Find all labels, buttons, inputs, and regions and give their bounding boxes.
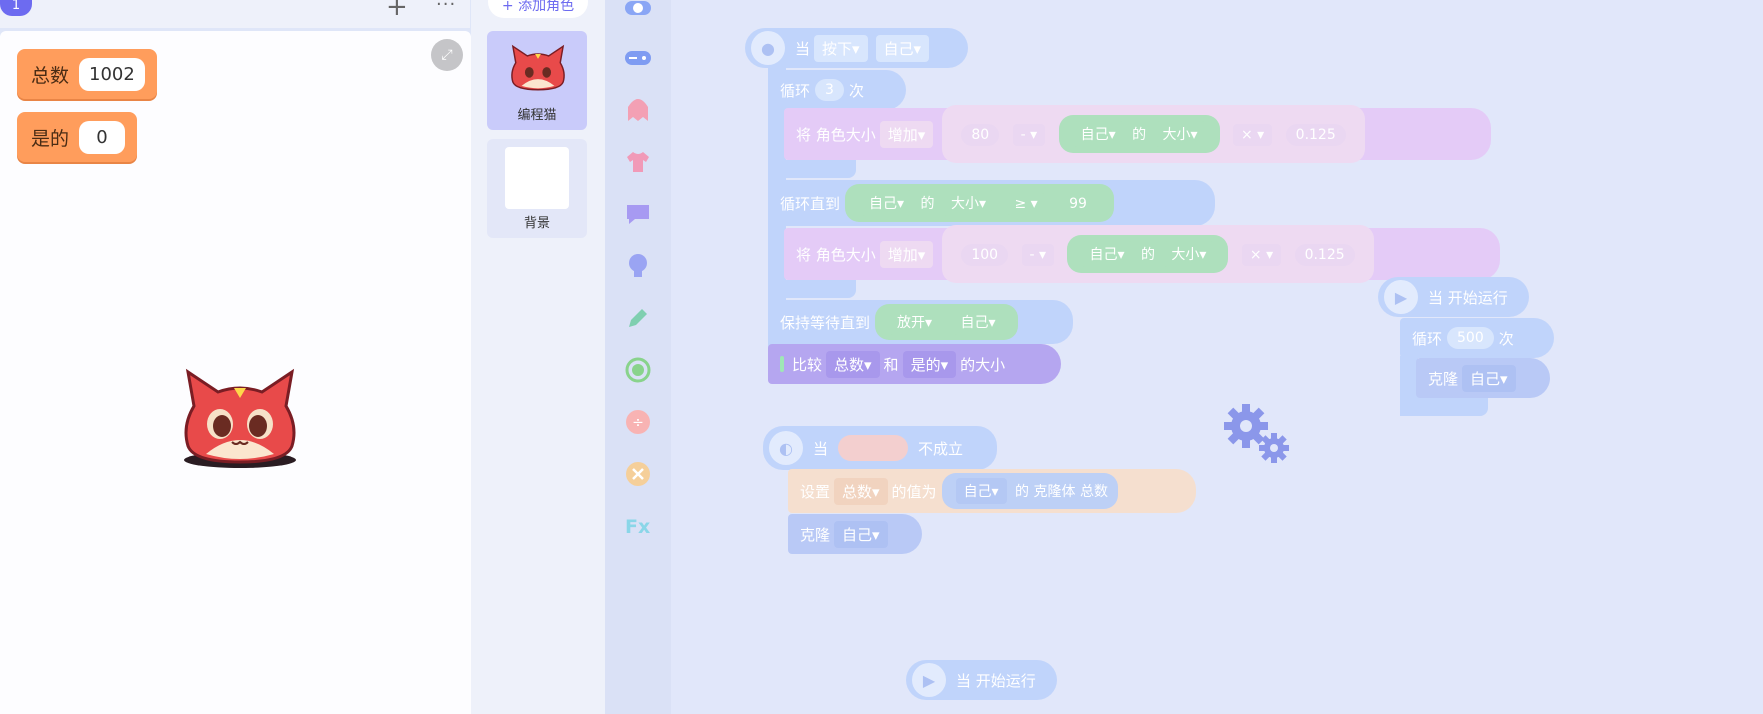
property-dropdown[interactable]: 大小▾ (1163, 241, 1215, 267)
monitor-value: 1002 (79, 57, 145, 91)
chat-icon[interactable] (622, 198, 654, 230)
sprite-item-background[interactable]: 背景 (487, 139, 587, 238)
ghost-icon: ● (751, 31, 785, 65)
variable-dropdown[interactable]: 是的▾ (902, 350, 957, 378)
action-dropdown[interactable]: 放开▾ (889, 309, 941, 335)
close-icon[interactable] (622, 458, 654, 490)
sprite-dropdown[interactable]: 自己▾ (952, 309, 1004, 335)
sprite-dropdown[interactable]: 自己▾ (1462, 364, 1516, 392)
more-icon[interactable]: ··· (436, 0, 457, 15)
start-hat-block[interactable]: ▶ 当 开始运行 (1378, 277, 1529, 317)
sound-icon: ◐ (769, 431, 803, 465)
sprite-dropdown[interactable]: 自己▾ (834, 520, 888, 548)
repeat-until-block[interactable]: 循环直到 自己▾ 的 大小▾ ≥ ▾ 99 (768, 180, 1215, 226)
pen-icon[interactable] (622, 302, 654, 334)
monitor-label: 总数 (31, 64, 70, 87)
variable-monitor-total: 总数 1002 (17, 49, 157, 99)
variable-dropdown[interactable]: 总数▾ (826, 350, 880, 378)
cat-thumbnail-icon (511, 44, 565, 91)
key-dropdown[interactable]: 按下▾ (814, 34, 868, 62)
operator-dropdown[interactable]: × ▾ (1233, 124, 1273, 146)
toggle-icon[interactable] (622, 0, 654, 24)
repeat-until-arm (768, 226, 786, 282)
compare-block[interactable]: 比较 总数▾ 和 是的▾ 的大小 (768, 344, 1061, 384)
play-icon: ▶ (1384, 280, 1418, 314)
cat-sprite[interactable] (180, 366, 300, 472)
operator-dropdown[interactable]: × ▾ (1241, 244, 1282, 266)
empty-condition-slot[interactable] (838, 435, 909, 461)
sprite-property-reporter[interactable]: 自己▾ 的 大小▾ (1058, 115, 1220, 153)
svg-text:Fx: Fx (625, 516, 650, 537)
warning-marker (780, 356, 784, 372)
condition-hat-block[interactable]: ◐ 当 不成立 (763, 426, 997, 470)
start-hat-block[interactable]: ▶ 当 开始运行 (906, 660, 1057, 700)
wait-until-block[interactable]: 保持等待直到 放开▾ 自己▾ (768, 300, 1073, 344)
clone-count-reporter[interactable]: 自己▾ 的 克隆体 总数 (941, 473, 1118, 509)
repeat-arm (768, 108, 786, 164)
repeat-block[interactable]: 循环 3 次 (768, 70, 906, 110)
gamepad-icon[interactable] (622, 42, 654, 74)
shirt-icon[interactable] (622, 146, 654, 178)
sprite-dropdown[interactable]: 自己▾ (1072, 121, 1124, 147)
number-input[interactable]: 0.125 (1285, 124, 1346, 146)
math-expression: 100 - ▾ 自己▾ 的 大小▾ × ▾ 0.125 (942, 225, 1374, 283)
sprite-dropdown[interactable]: 自己▾ (1081, 241, 1133, 267)
math-expression: 80 - ▾ 自己▾ 的 大小▾ × ▾ 0.125 (942, 105, 1365, 163)
stage-number-badge[interactable]: 1 (0, 0, 32, 16)
compare-expression: 自己▾ 的 大小▾ ≥ ▾ 99 (845, 184, 1114, 222)
repeat-arm-bottom (1400, 396, 1488, 416)
sprite-property-reporter[interactable]: 自己▾ 的 大小▾ (1067, 235, 1229, 273)
number-input[interactable]: 0.125 (1294, 244, 1355, 266)
bulb-icon[interactable] (622, 250, 654, 282)
change-mode-dropdown[interactable]: 增加▾ (879, 240, 934, 268)
play-icon: ▶ (912, 663, 946, 697)
fx-icon[interactable]: Fx (622, 510, 654, 542)
comparator-dropdown[interactable]: ≥ ▾ (1006, 193, 1046, 215)
target-dropdown[interactable]: 自己▾ (875, 34, 930, 62)
set-variable-block[interactable]: 设置 总数▾ 的值为 自己▾ 的 克隆体 总数 (788, 469, 1196, 513)
sprite-name: 背景 (523, 216, 550, 231)
clone-block[interactable]: 克隆 自己▾ (1416, 358, 1550, 398)
variable-dropdown[interactable]: 总数▾ (834, 477, 888, 505)
monitor-label: 是的 (31, 127, 70, 150)
divide-icon[interactable]: ÷ (622, 406, 654, 438)
sprite-name: 编程猫 (517, 108, 557, 123)
sprite-dropdown[interactable]: 自己▾ (955, 478, 1007, 504)
stage-toolbar (0, 0, 470, 28)
operator-dropdown[interactable]: - ▾ (1012, 124, 1046, 146)
number-input[interactable]: 99 (1059, 193, 1097, 215)
change-mode-dropdown[interactable]: 增加▾ (879, 120, 934, 148)
number-input[interactable]: 80 (961, 124, 1000, 146)
change-size-block[interactable]: 将 角色大小 增加▾ 100 - ▾ 自己▾ 的 大小▾ × ▾ 0.125 (784, 225, 1500, 283)
add-icon[interactable]: + (386, 0, 408, 22)
fullscreen-icon[interactable]: ⤢ (431, 39, 463, 71)
operator-dropdown[interactable]: - ▾ (1021, 244, 1055, 266)
sprite-item-cat[interactable]: 编程猫 (487, 31, 587, 130)
property-dropdown[interactable]: 大小▾ (1154, 121, 1206, 147)
circle-icon[interactable] (622, 354, 654, 386)
event-hat-block[interactable]: ● 当 按下▾ 自己▾ (745, 28, 968, 68)
clone-block[interactable]: 克隆 自己▾ (788, 514, 922, 554)
monitor-value: 0 (79, 120, 126, 154)
svg-text:÷: ÷ (632, 415, 644, 431)
add-sprite-button[interactable]: + 添加角色 (488, 0, 588, 18)
change-size-block[interactable]: 将 角色大小 增加▾ 80 - ▾ 自己▾ 的 大小▾ × ▾ 0.125 (784, 105, 1491, 163)
variable-monitor-yes: 是的 0 (17, 112, 137, 162)
ghost-icon[interactable] (622, 94, 654, 126)
sprite-dropdown[interactable]: 自己▾ (861, 190, 913, 216)
repeat-count-input[interactable]: 3 (815, 79, 844, 101)
number-input[interactable]: 100 (961, 244, 1009, 266)
gear-icon (1224, 404, 1289, 463)
repeat-until-arm-bottom (768, 280, 856, 298)
condition-expression: 放开▾ 自己▾ (875, 304, 1018, 340)
repeat-arm-bottom (768, 160, 856, 178)
background-thumbnail (505, 147, 569, 209)
repeat-block[interactable]: 循环 500 次 (1400, 318, 1554, 358)
repeat-count-input[interactable]: 500 (1447, 327, 1494, 349)
property-dropdown[interactable]: 大小▾ (942, 190, 994, 216)
